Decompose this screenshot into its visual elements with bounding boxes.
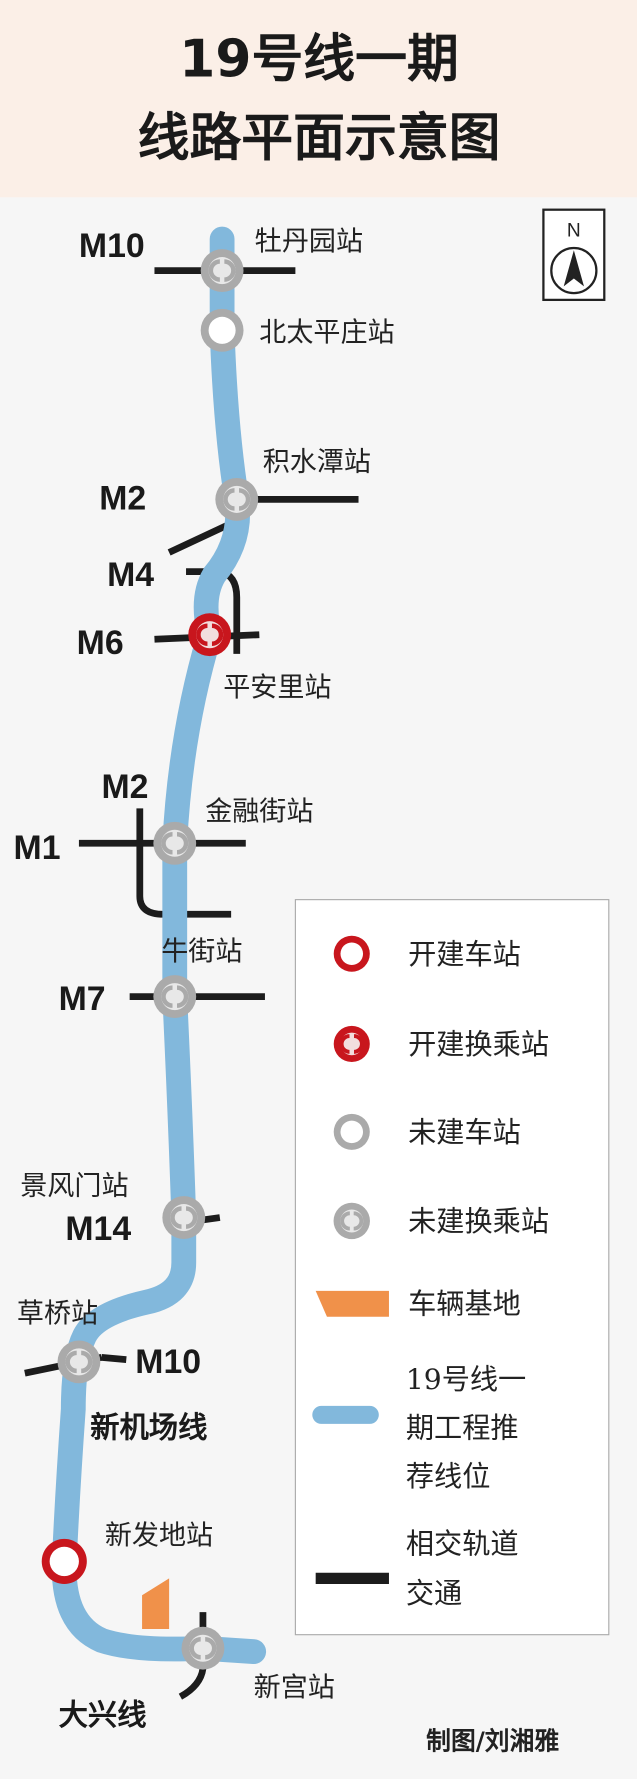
line-label-m14: M14 <box>65 1210 131 1248</box>
line-label-m10: M10 <box>135 1343 201 1381</box>
station-niujie[interactable] <box>153 975 196 1018</box>
station-label: 积水潭站 <box>263 447 371 478</box>
legend-label: 荐线位 <box>406 1460 491 1493</box>
legend-label: 未建换乘站 <box>408 1205 549 1238</box>
legend-label: 车辆基地 <box>408 1287 521 1320</box>
title-band <box>0 0 637 198</box>
legend-label: 开建换乘站 <box>408 1028 549 1061</box>
station-jingfengmen[interactable] <box>162 1196 205 1239</box>
station-mudanyuan[interactable] <box>201 249 244 292</box>
line-label-m10: M10 <box>79 227 145 265</box>
station-label: 金融街站 <box>205 797 313 828</box>
credit: 制图/刘湘雅 <box>426 1727 559 1756</box>
station-label: 新发地站 <box>105 1521 213 1552</box>
station-pinganli[interactable] <box>188 613 232 657</box>
vehicle-depot <box>142 1578 170 1630</box>
svg-text:N: N <box>567 221 581 242</box>
station-xingong[interactable] <box>182 1627 225 1670</box>
station-label: 草桥站 <box>17 1298 98 1329</box>
line-label-m2: M2 <box>99 480 146 518</box>
station-beitaipingzhuang[interactable] <box>200 308 244 352</box>
line-label-m1: M1 <box>14 829 61 867</box>
title-line1: 19号线一期 <box>179 30 459 90</box>
line-label-m7: M7 <box>59 980 106 1018</box>
station-label: 牛街站 <box>161 937 242 968</box>
station-xinfadi[interactable] <box>41 1538 87 1584</box>
legend-label: 相交轨道 <box>406 1528 519 1561</box>
legend-label: 开建车站 <box>408 938 521 971</box>
legend-label: 未建车站 <box>408 1116 521 1149</box>
station-jishuitan[interactable] <box>215 478 258 521</box>
legend-label: 期工程推 <box>406 1411 519 1444</box>
legend-label: 19号线一 <box>406 1363 526 1396</box>
legend-label: 交通 <box>406 1577 462 1610</box>
station-label: 景风门站 <box>20 1171 128 1202</box>
line-label-daxing: 大兴线 <box>59 1698 147 1732</box>
north-arrow-icon: N <box>542 208 606 302</box>
station-label: 新宫站 <box>254 1673 335 1704</box>
station-caoqiao[interactable] <box>58 1340 101 1383</box>
station-jinrongjie[interactable] <box>153 822 196 865</box>
station-label: 北太平庄站 <box>259 318 394 349</box>
line-label-m6: M6 <box>77 624 124 662</box>
legend: 开建车站 开建换乘站 未建车站 未建换乘站 车辆基地 19号线一 期工程推 荐线… <box>294 899 610 1636</box>
line-label-m2: M2 <box>101 768 148 806</box>
station-label: 牡丹园站 <box>255 226 363 257</box>
line-label-airport: 新机场线 <box>90 1410 207 1444</box>
line-label-m4: M4 <box>107 556 154 594</box>
title-line2: 线路平面示意图 <box>138 109 501 169</box>
station-label: 平安里站 <box>223 673 331 704</box>
